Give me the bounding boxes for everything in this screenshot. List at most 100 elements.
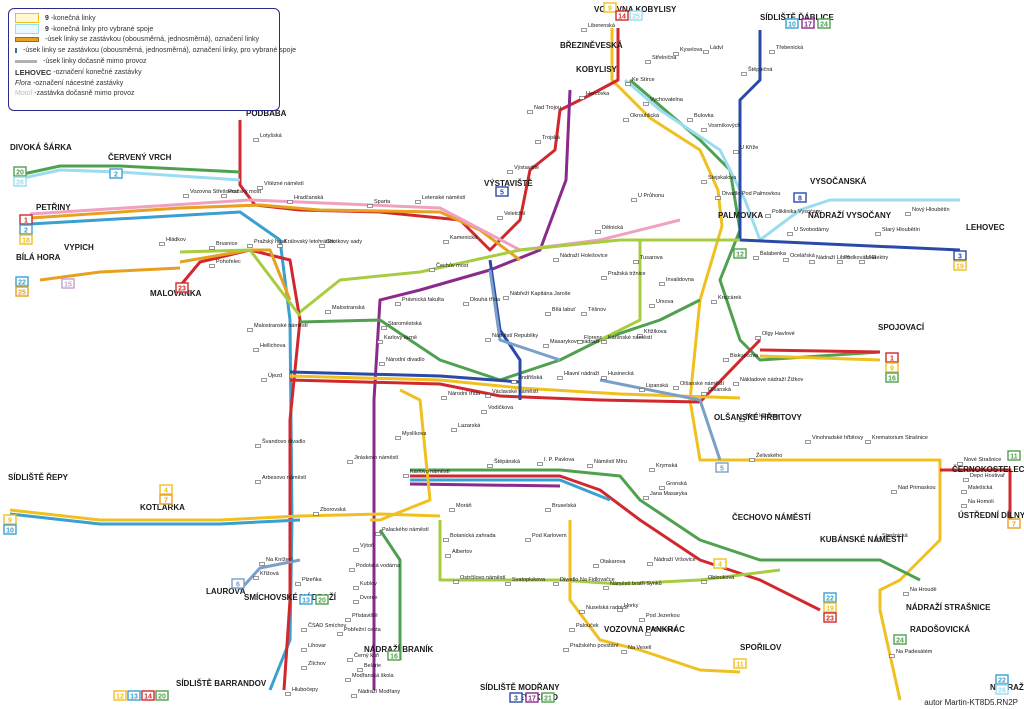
tram-line-segment bbox=[488, 269, 561, 362]
terminal-label: SMÍCHOVSKÉ NÁDRAŽÍ bbox=[244, 593, 337, 602]
line-tag-number: 11 bbox=[1010, 454, 1018, 461]
line-tag-box bbox=[785, 18, 799, 29]
stop-label: Albertov bbox=[452, 549, 472, 555]
terminal-label: SÍDLIŠTĚ ĎÁBLICE bbox=[760, 13, 834, 22]
stop-label: Krejcárek bbox=[718, 295, 741, 301]
stop-marker bbox=[349, 568, 355, 572]
stop-label: Balabenka bbox=[760, 251, 787, 257]
line-tag-box bbox=[715, 462, 729, 473]
tram-lines bbox=[9, 28, 1012, 701]
stop-label: Nádraží Libeň bbox=[816, 255, 850, 261]
legend-row: -úsek linky se zastávkou (obousměrná, je… bbox=[15, 45, 296, 56]
stop-marker bbox=[603, 586, 609, 590]
line-tag-number: 2 bbox=[114, 172, 118, 179]
stop-label: Moráň bbox=[456, 503, 472, 509]
line-tag-number: 20 bbox=[318, 598, 326, 605]
stop-marker bbox=[451, 428, 457, 432]
terminal-label: BÍLÁ HORA bbox=[16, 253, 61, 262]
tram-line-segment bbox=[738, 30, 961, 252]
stop-marker bbox=[353, 548, 359, 552]
line-tag-number: 16 bbox=[390, 654, 398, 661]
line-tag-box bbox=[387, 650, 401, 661]
stop-marker bbox=[353, 600, 359, 604]
terminal-label: SÍDLIŠTĚ BARRANDOV bbox=[176, 679, 267, 688]
stop-label: Štěpničná bbox=[748, 66, 773, 73]
stop-marker bbox=[711, 300, 717, 304]
tram-line-segment bbox=[409, 482, 561, 488]
stop-marker bbox=[261, 378, 267, 382]
tram-line-segment bbox=[410, 478, 611, 502]
stop-marker bbox=[209, 246, 215, 250]
stop-label: Nový Hloubětín bbox=[912, 207, 950, 213]
stop-label: Václavské náměstí bbox=[492, 389, 539, 395]
legend-text: -označení nácestné zastávky bbox=[32, 79, 124, 87]
stop-label: Náměstí Republiky bbox=[492, 333, 538, 339]
stop-marker bbox=[375, 532, 381, 536]
line-tag-number: 24 bbox=[896, 638, 904, 645]
stop-label: Na Knížecí bbox=[266, 557, 293, 563]
stop-marker bbox=[733, 382, 739, 386]
stop-marker bbox=[485, 338, 491, 342]
stop-marker bbox=[287, 200, 293, 204]
stop-label: Lipanská bbox=[646, 383, 669, 389]
stop-marker bbox=[723, 358, 729, 362]
line-tag-box bbox=[885, 352, 899, 363]
line-tag-box bbox=[13, 166, 27, 177]
stop-label: Urxova bbox=[656, 299, 674, 305]
stop-label: Výtoň bbox=[360, 543, 374, 549]
terminal-label: DIVOKÁ ŠÁRKA bbox=[10, 143, 72, 152]
tram-line-segment bbox=[179, 248, 292, 301]
stop-label: Na Veselí bbox=[628, 645, 652, 651]
stop-marker bbox=[961, 504, 967, 508]
stop-marker bbox=[639, 388, 645, 392]
line-tag-number: 25 bbox=[18, 290, 26, 297]
author-credit: autor Martin-KT8D5.RN2P bbox=[924, 698, 1018, 707]
stop-marker bbox=[347, 658, 353, 662]
stop-marker bbox=[701, 128, 707, 132]
line-tag-number: 12 bbox=[116, 694, 124, 701]
line-tag-box bbox=[19, 214, 33, 225]
legend-code: 9 bbox=[45, 14, 49, 22]
stop-marker bbox=[537, 462, 543, 466]
stop-label: Podolská vodárna bbox=[356, 563, 401, 569]
stop-marker bbox=[633, 260, 639, 264]
tram-line-segment bbox=[759, 354, 881, 362]
line-tag-box bbox=[801, 18, 815, 29]
stop-label: Plzeňka bbox=[302, 577, 323, 583]
stop-marker bbox=[805, 440, 811, 444]
stop-marker bbox=[649, 468, 655, 472]
tram-line-segment bbox=[289, 338, 762, 404]
stop-label: Myslíkova bbox=[402, 431, 427, 437]
line-tag-number: 11 bbox=[736, 662, 744, 669]
line-tag-box bbox=[629, 10, 643, 21]
stop-label: Hellichova bbox=[260, 343, 286, 349]
stop-label: I. P. Pavlova bbox=[544, 457, 575, 463]
stop-marker bbox=[453, 580, 459, 584]
stop-label: Florenc bbox=[584, 335, 603, 341]
line-tag-number: 10 bbox=[6, 528, 14, 535]
line-tag-box bbox=[893, 634, 907, 645]
stop-label: Třebenická bbox=[776, 45, 804, 51]
stop-label: Horky bbox=[624, 603, 639, 609]
line-tag-box bbox=[733, 248, 747, 259]
stop-marker bbox=[505, 582, 511, 586]
stop-marker bbox=[301, 628, 307, 632]
stop-label: Nábřeží Kapitána Jaroše bbox=[510, 291, 571, 297]
tram-line-segment bbox=[29, 198, 681, 252]
stop-label: Ládví bbox=[710, 45, 724, 51]
stop-label: Hládkov bbox=[166, 237, 186, 243]
stop-marker bbox=[639, 618, 645, 622]
stop-marker bbox=[809, 260, 815, 264]
line-tag-box bbox=[155, 690, 169, 701]
terminal-label: NÁDRAŽÍ BRANÍK bbox=[364, 645, 434, 654]
stop-marker bbox=[649, 304, 655, 308]
stop-label: ČSAD Smíchov bbox=[308, 622, 346, 629]
stop-marker bbox=[253, 576, 259, 580]
stop-label: Nové Strašnice bbox=[964, 457, 1001, 463]
terminal-label: VYPICH bbox=[64, 243, 94, 252]
stop-label: Biskupcova bbox=[730, 353, 759, 359]
stop-label: Palackého náměstí bbox=[382, 527, 429, 533]
stop-marker bbox=[337, 632, 343, 636]
stop-label: Přístaviště bbox=[352, 613, 378, 619]
